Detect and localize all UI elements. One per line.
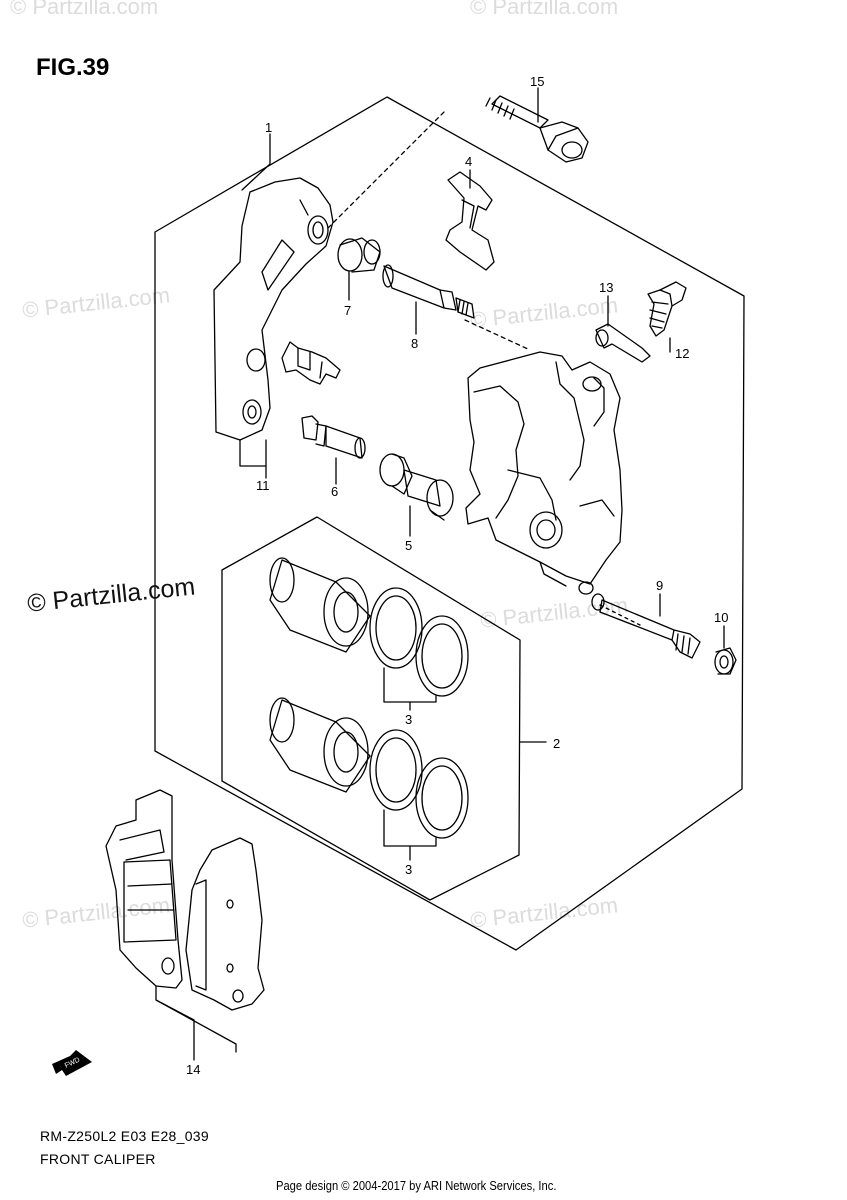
callout-10: 10: [714, 610, 728, 625]
pin-bolt-9: [591, 593, 701, 659]
piston-upper: [269, 557, 371, 653]
callout-5: 5: [405, 538, 412, 553]
callout-8: 8: [411, 336, 418, 351]
callout-12: 12: [675, 346, 689, 361]
caliper-bracket: [213, 177, 334, 441]
callout-13: 13: [599, 280, 613, 295]
seal-lower-b: [415, 757, 469, 839]
seal-upper-a: [369, 587, 423, 669]
diagram-title: FRONT CALIPER: [40, 1151, 156, 1167]
callout-15: 15: [530, 74, 544, 89]
leader-11: [239, 439, 267, 479]
bleeder-valve-12: [647, 281, 687, 337]
pad-spring-4: [445, 171, 495, 271]
plug-10: [714, 647, 737, 675]
brake-pad-rear: [105, 789, 183, 989]
assembly-outline: [154, 96, 745, 951]
guide-pin-5: [379, 453, 454, 521]
seal-upper-b: [415, 615, 469, 697]
callout-6: 6: [331, 484, 338, 499]
callout-14: 14: [186, 1062, 200, 1077]
seal-lower-a: [369, 729, 423, 811]
callout-9: 9: [656, 578, 663, 593]
seal-kit-outline: [221, 516, 521, 901]
piston-lower: [269, 697, 371, 793]
page-credit: Page design © 2004-2017 by ARI Network S…: [276, 1178, 557, 1193]
slide-pin-6: [301, 415, 366, 459]
leader-1: [241, 133, 271, 191]
callout-3: 3: [405, 862, 412, 877]
slide-pin-8: [382, 264, 475, 319]
callout-4: 4: [465, 154, 472, 169]
pad-retainer-11: [281, 341, 341, 385]
fwd-arrow-icon: FWD: [52, 1050, 92, 1076]
boot-7: [337, 237, 381, 273]
callout-11: 11: [256, 478, 270, 493]
model-code: RM-Z250L2 E03 E28_039: [40, 1128, 209, 1144]
leader-3b: [383, 809, 437, 861]
bolt-15: [485, 95, 589, 163]
leader-14: [155, 985, 237, 1061]
callout-1: 1: [265, 120, 272, 135]
callout-7: 7: [344, 303, 351, 318]
figure-label: FIG.39: [36, 54, 110, 81]
caliper-body: [465, 351, 623, 595]
leader-3a: [383, 667, 437, 711]
callout-2: 2: [553, 736, 560, 751]
bleeder-cap-13: [595, 323, 651, 363]
callout-3: 3: [405, 712, 412, 727]
brake-pad-front: [185, 837, 265, 1011]
